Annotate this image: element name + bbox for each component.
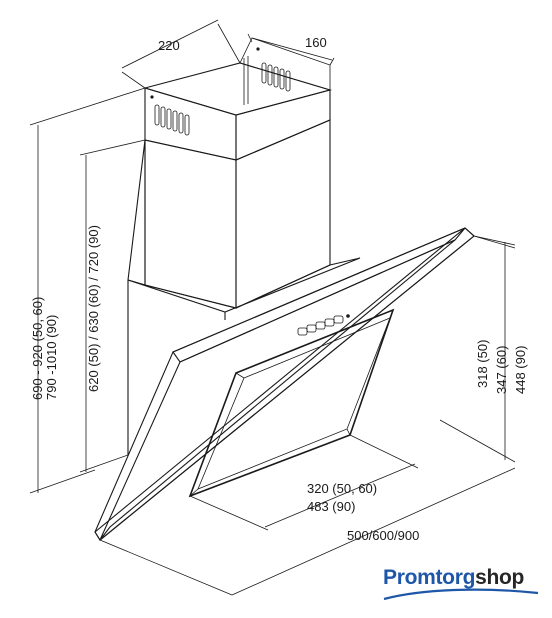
label-panel-width-2: 483 (90) — [307, 499, 355, 514]
label-hood-depth-2: 347 (60) — [494, 346, 509, 394]
label-chimney-depth: 160 — [305, 35, 327, 50]
chimney-lower-side — [235, 119, 331, 309]
wall-plate — [127, 139, 361, 455]
brand-name-part2: shop — [475, 566, 525, 589]
label-total-height-2: 790 -1010 (90) — [44, 315, 59, 400]
label-hood-depth-3: 448 (90) — [513, 346, 528, 394]
vent-slots-left — [150, 95, 190, 136]
label-chimney-height: 620 (50) / 630 (60) / 720 (90) — [86, 225, 101, 392]
brand-swoosh-icon — [383, 588, 539, 601]
label-panel-width-1: 320 (50, 60) — [307, 481, 377, 496]
brand-name-part1: Promtorg — [383, 566, 476, 589]
dimension-lines — [29, 19, 516, 596]
label-chimney-width: 220 — [158, 38, 180, 53]
label-total-height-1: 690 - 920 (50, 60) — [30, 297, 45, 400]
chimney-upper-side — [235, 89, 331, 161]
vent-slots-right — [256, 47, 291, 92]
label-hood-depth-1: 318 (50) — [475, 340, 490, 388]
chimney — [142, 37, 333, 309]
brand-logo: Promtorgshop — [383, 566, 524, 590]
chimney-lower-front — [144, 139, 237, 309]
glass-panel — [94, 227, 475, 541]
chimney-top — [142, 62, 333, 116]
inner-panel — [188, 308, 395, 498]
control-buttons — [297, 314, 350, 336]
label-total-width: 500/600/900 — [347, 528, 419, 543]
